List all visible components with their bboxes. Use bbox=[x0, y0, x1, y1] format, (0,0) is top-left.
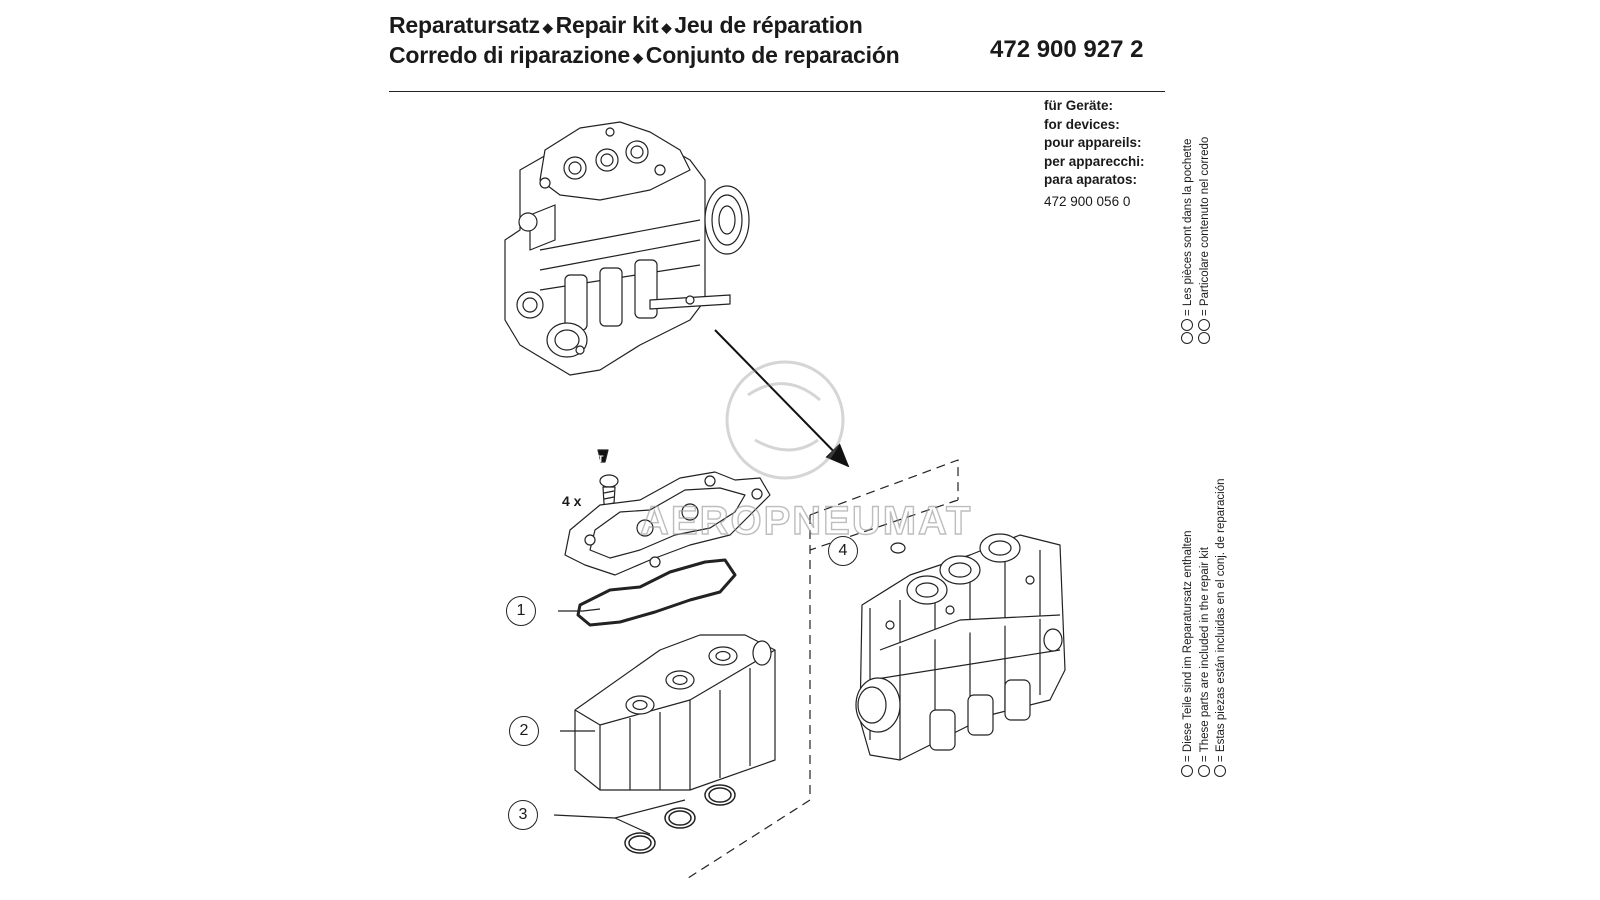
callout-3: 3 bbox=[508, 800, 538, 830]
devices-block: für Geräte: for devices: pour appareils:… bbox=[1044, 97, 1145, 211]
header-divider bbox=[389, 91, 1165, 92]
devices-label-en: for devices: bbox=[1044, 116, 1120, 132]
gasket-plate-drawing bbox=[564, 471, 771, 576]
title-spanish: Conjunto de reparación bbox=[645, 42, 900, 68]
o-rings-drawing bbox=[624, 784, 736, 854]
devices-label-es: para aparatos: bbox=[1044, 172, 1138, 187]
title-italian: Corredo di riparazione bbox=[389, 42, 630, 68]
title-line-2: Corredo di riparazione◆Conjunto de repar… bbox=[389, 42, 900, 69]
part-number: 472 900 927 2 bbox=[990, 36, 1144, 63]
watermark-text: AEROPNEUMAT bbox=[640, 499, 972, 543]
valve-body-drawing bbox=[855, 533, 1066, 761]
separator-diamond: ◆ bbox=[542, 20, 553, 35]
callout-4: 4 bbox=[828, 536, 858, 566]
title-english: Repair kit bbox=[555, 12, 659, 38]
dashed-boundary-line bbox=[684, 459, 959, 881]
title-line-1: Reparatursatz◆Repair kit◆Jeu de réparati… bbox=[389, 12, 863, 39]
quantity-label: 4 x bbox=[562, 493, 582, 509]
watermark-logo bbox=[725, 360, 845, 480]
callout-1: 1 bbox=[506, 596, 536, 626]
cover-block-drawing bbox=[574, 634, 776, 791]
assembled-valve-drawing bbox=[504, 121, 750, 376]
devices-label-it: per apparecchi: bbox=[1044, 153, 1145, 169]
device-number: 472 900 056 0 bbox=[1044, 193, 1131, 209]
separator-diamond: ◆ bbox=[661, 20, 672, 35]
separator-diamond: ◆ bbox=[632, 50, 643, 65]
torque-mark: T bbox=[598, 454, 604, 464]
seal-ring-drawing bbox=[576, 558, 737, 627]
callout-2: 2 bbox=[509, 716, 539, 746]
devices-label-de: für Geräte: bbox=[1044, 98, 1114, 113]
devices-label-fr: pour appareils: bbox=[1044, 135, 1142, 150]
title-german: Reparatursatz bbox=[389, 12, 540, 38]
title-french: Jeu de réparation bbox=[674, 12, 863, 38]
